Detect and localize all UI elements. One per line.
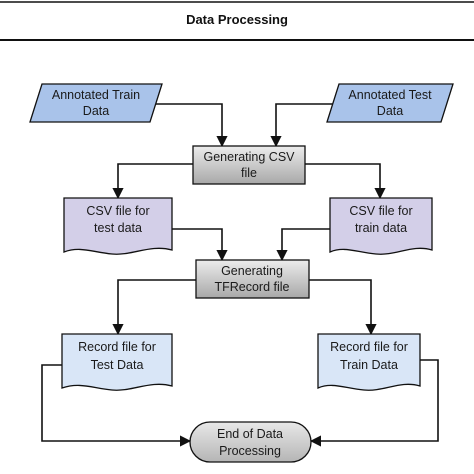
document-csv-file-test-data: CSV file for test data [63,197,173,255]
svg-text:Record file for: Record file for [78,340,156,354]
svg-text:Test Data: Test Data [91,358,144,372]
svg-text:TFRecord file: TFRecord file [214,280,289,294]
svg-text:Generating: Generating [221,264,283,278]
svg-text:CSV file for: CSV file for [86,204,149,218]
process-generating-csv-file: Generating CSV file [192,145,306,185]
document-record-file-train-data: Record file for Train Data [317,333,421,391]
svg-text:End of Data: End of Data [217,427,283,441]
svg-text:Record file for: Record file for [330,340,408,354]
arrow-train-to-csvgen [150,103,228,148]
process-generating-tfrecord-file: Generating TFRecord file [195,259,310,299]
arrow-recordtest-to-end [41,364,192,447]
document-csv-file-train-data: CSV file for train data [329,197,433,255]
svg-text:Train Data: Train Data [340,358,398,372]
svg-text:file: file [241,166,257,180]
svg-text:train data: train data [355,221,407,235]
arrow-csvgen-to-csvtest [112,163,193,200]
arrow-recordtrain-to-end [309,359,439,447]
document-record-file-test-data: Record file for Test Data [61,333,173,391]
connectors [41,103,439,447]
arrow-csvgen-to-csvtrain [305,163,386,200]
svg-text:Annotated Train: Annotated Train [52,88,140,102]
arrow-test-to-csvgen [270,103,339,148]
input-annotated-train-data: Annotated Train Data [29,83,163,123]
arrow-tfgen-to-recordtest [112,279,196,336]
svg-text:Annotated Test: Annotated Test [348,88,432,102]
arrow-csvtest-to-tfgen [172,228,228,262]
arrow-tfgen-to-recordtrain [309,279,377,336]
svg-text:Processing: Processing [219,444,281,458]
arrow-csvtrain-to-tfgen [276,228,330,262]
diagram-title: Data Processing [186,12,288,27]
svg-text:Data: Data [377,104,403,118]
svg-text:Data: Data [83,104,109,118]
svg-text:Generating CSV: Generating CSV [203,150,295,164]
svg-text:test data: test data [94,221,142,235]
input-annotated-test-data: Annotated Test Data [326,83,454,123]
svg-text:CSV file for: CSV file for [349,204,412,218]
terminal-end-of-data-processing: End of Data Processing [189,421,312,463]
